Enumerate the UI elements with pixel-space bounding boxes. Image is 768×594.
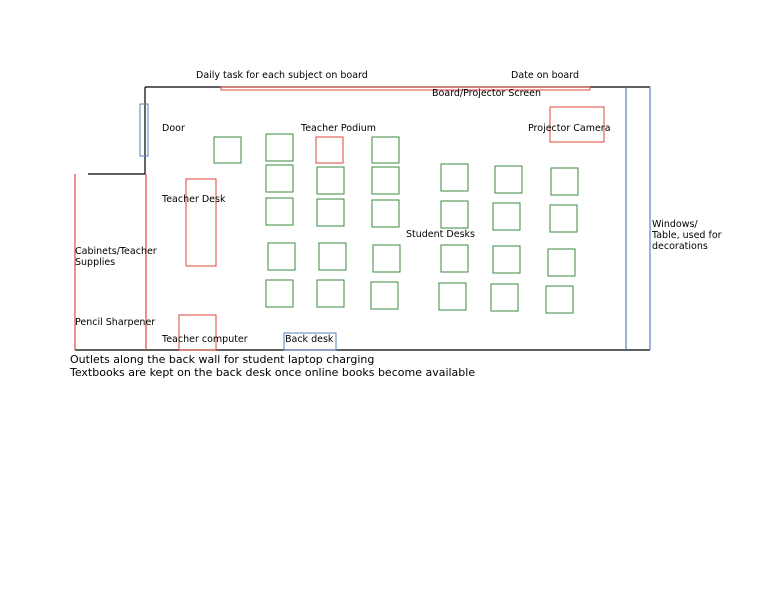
note-outlets: Outlets along the back wall for student … [70,353,375,366]
student-desk [545,285,574,314]
student-desk [371,136,400,164]
teacher-computer-shape [178,314,217,351]
student-desk [316,279,345,308]
student-desk [318,242,347,271]
student-desk [265,164,294,193]
windows-label: Windows/ Table, used for decorations [652,219,722,252]
teacher-podium-label: Teacher Podium [301,123,377,134]
door-label: Door [162,123,185,134]
student-desk [440,163,469,192]
student-desk [371,166,400,195]
teacher-computer-label: Teacher computer [162,334,248,345]
student-desk [372,244,401,273]
student-desk [490,283,519,312]
student-desks-label: Student Desks [406,229,475,240]
board-screen-label: Board/Projector Screen [432,88,542,99]
student-desk [438,282,467,311]
student-desk [550,167,579,196]
student-desk [440,244,469,273]
student-desk [267,242,296,271]
student-desk [316,166,345,195]
back-desk-shape [283,332,337,351]
student-desk-grid [213,133,579,314]
student-desk [549,204,578,233]
cabinets-label: Cabinets/Teacher Supplies [75,246,157,268]
projector-camera-label: Projector Camera [528,123,611,134]
teacher-podium-shape [315,136,344,164]
student-desk [213,136,242,164]
back-desk-label: Back desk [285,334,334,345]
board-strip [220,86,591,91]
student-desk [547,248,576,277]
student-desk [371,199,400,228]
student-desk [265,133,294,162]
student-desk [316,198,345,227]
student-desk [440,200,469,229]
student-desk [494,165,523,194]
student-desk [265,279,294,308]
projector-camera-shape [549,106,605,143]
pencil-sharpener-label: Pencil Sharpener [75,317,156,328]
teacher-desk-shape [185,178,217,267]
daily-task-label: Daily task for each subject on board [196,70,368,81]
student-desk [370,281,399,310]
student-desk [492,245,521,274]
student-desk [492,202,521,231]
door-shape [139,103,149,157]
note-textbooks: Textbooks are kept on the back desk once… [70,366,476,379]
teacher-desk-label: Teacher Desk [162,194,226,205]
student-desk [265,197,294,226]
date-on-board-label: Date on board [511,70,580,81]
